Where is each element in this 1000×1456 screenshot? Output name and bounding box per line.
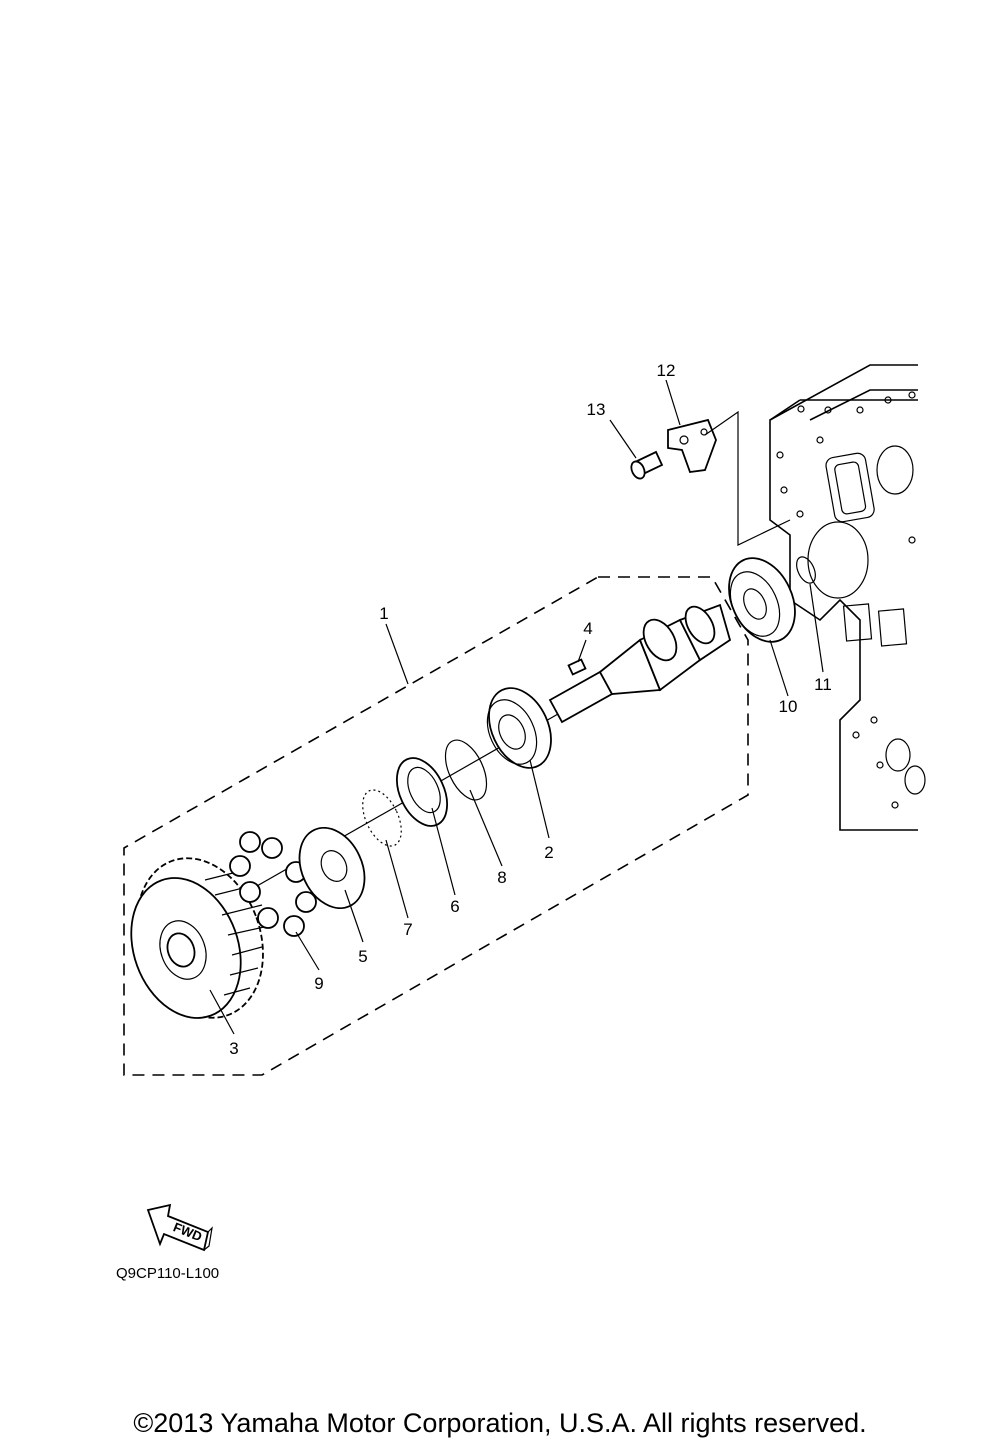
key xyxy=(567,658,587,676)
callout-9: 9 xyxy=(314,974,323,993)
snap-ring xyxy=(796,556,816,584)
bracket xyxy=(667,418,717,473)
washer xyxy=(298,826,366,910)
shims xyxy=(229,831,317,937)
callout-1: 1 xyxy=(379,604,388,623)
callout-7: 7 xyxy=(403,920,412,939)
circlip xyxy=(444,739,488,801)
engine-block xyxy=(769,364,926,831)
bearing-10 xyxy=(728,557,796,643)
assembly-boundary xyxy=(123,576,749,1076)
bearing-2 xyxy=(486,687,552,769)
copyright-notice: ©2013 Yamaha Motor Corporation, U.S.A. A… xyxy=(133,1408,867,1438)
callout-2: 2 xyxy=(544,843,553,862)
callout-13: 13 xyxy=(587,400,606,419)
crankshaft xyxy=(548,603,732,724)
drawing-code: Q9CP110-L100 xyxy=(116,1265,219,1282)
leader-lines xyxy=(209,379,824,1035)
ball-ring xyxy=(362,789,402,847)
callout-11: 11 xyxy=(814,675,832,694)
callout-5: 5 xyxy=(358,947,367,966)
oil-seal xyxy=(396,757,448,827)
callout-6: 6 xyxy=(450,897,459,916)
callout-12: 12 xyxy=(657,361,676,380)
gear xyxy=(130,857,265,1019)
bolt xyxy=(630,450,664,480)
callout-10: 10 xyxy=(779,697,798,716)
callout-8: 8 xyxy=(497,868,506,887)
callout-3: 3 xyxy=(229,1039,238,1058)
fwd-arrow: FWD xyxy=(146,1203,213,1252)
callout-4: 4 xyxy=(583,619,592,638)
